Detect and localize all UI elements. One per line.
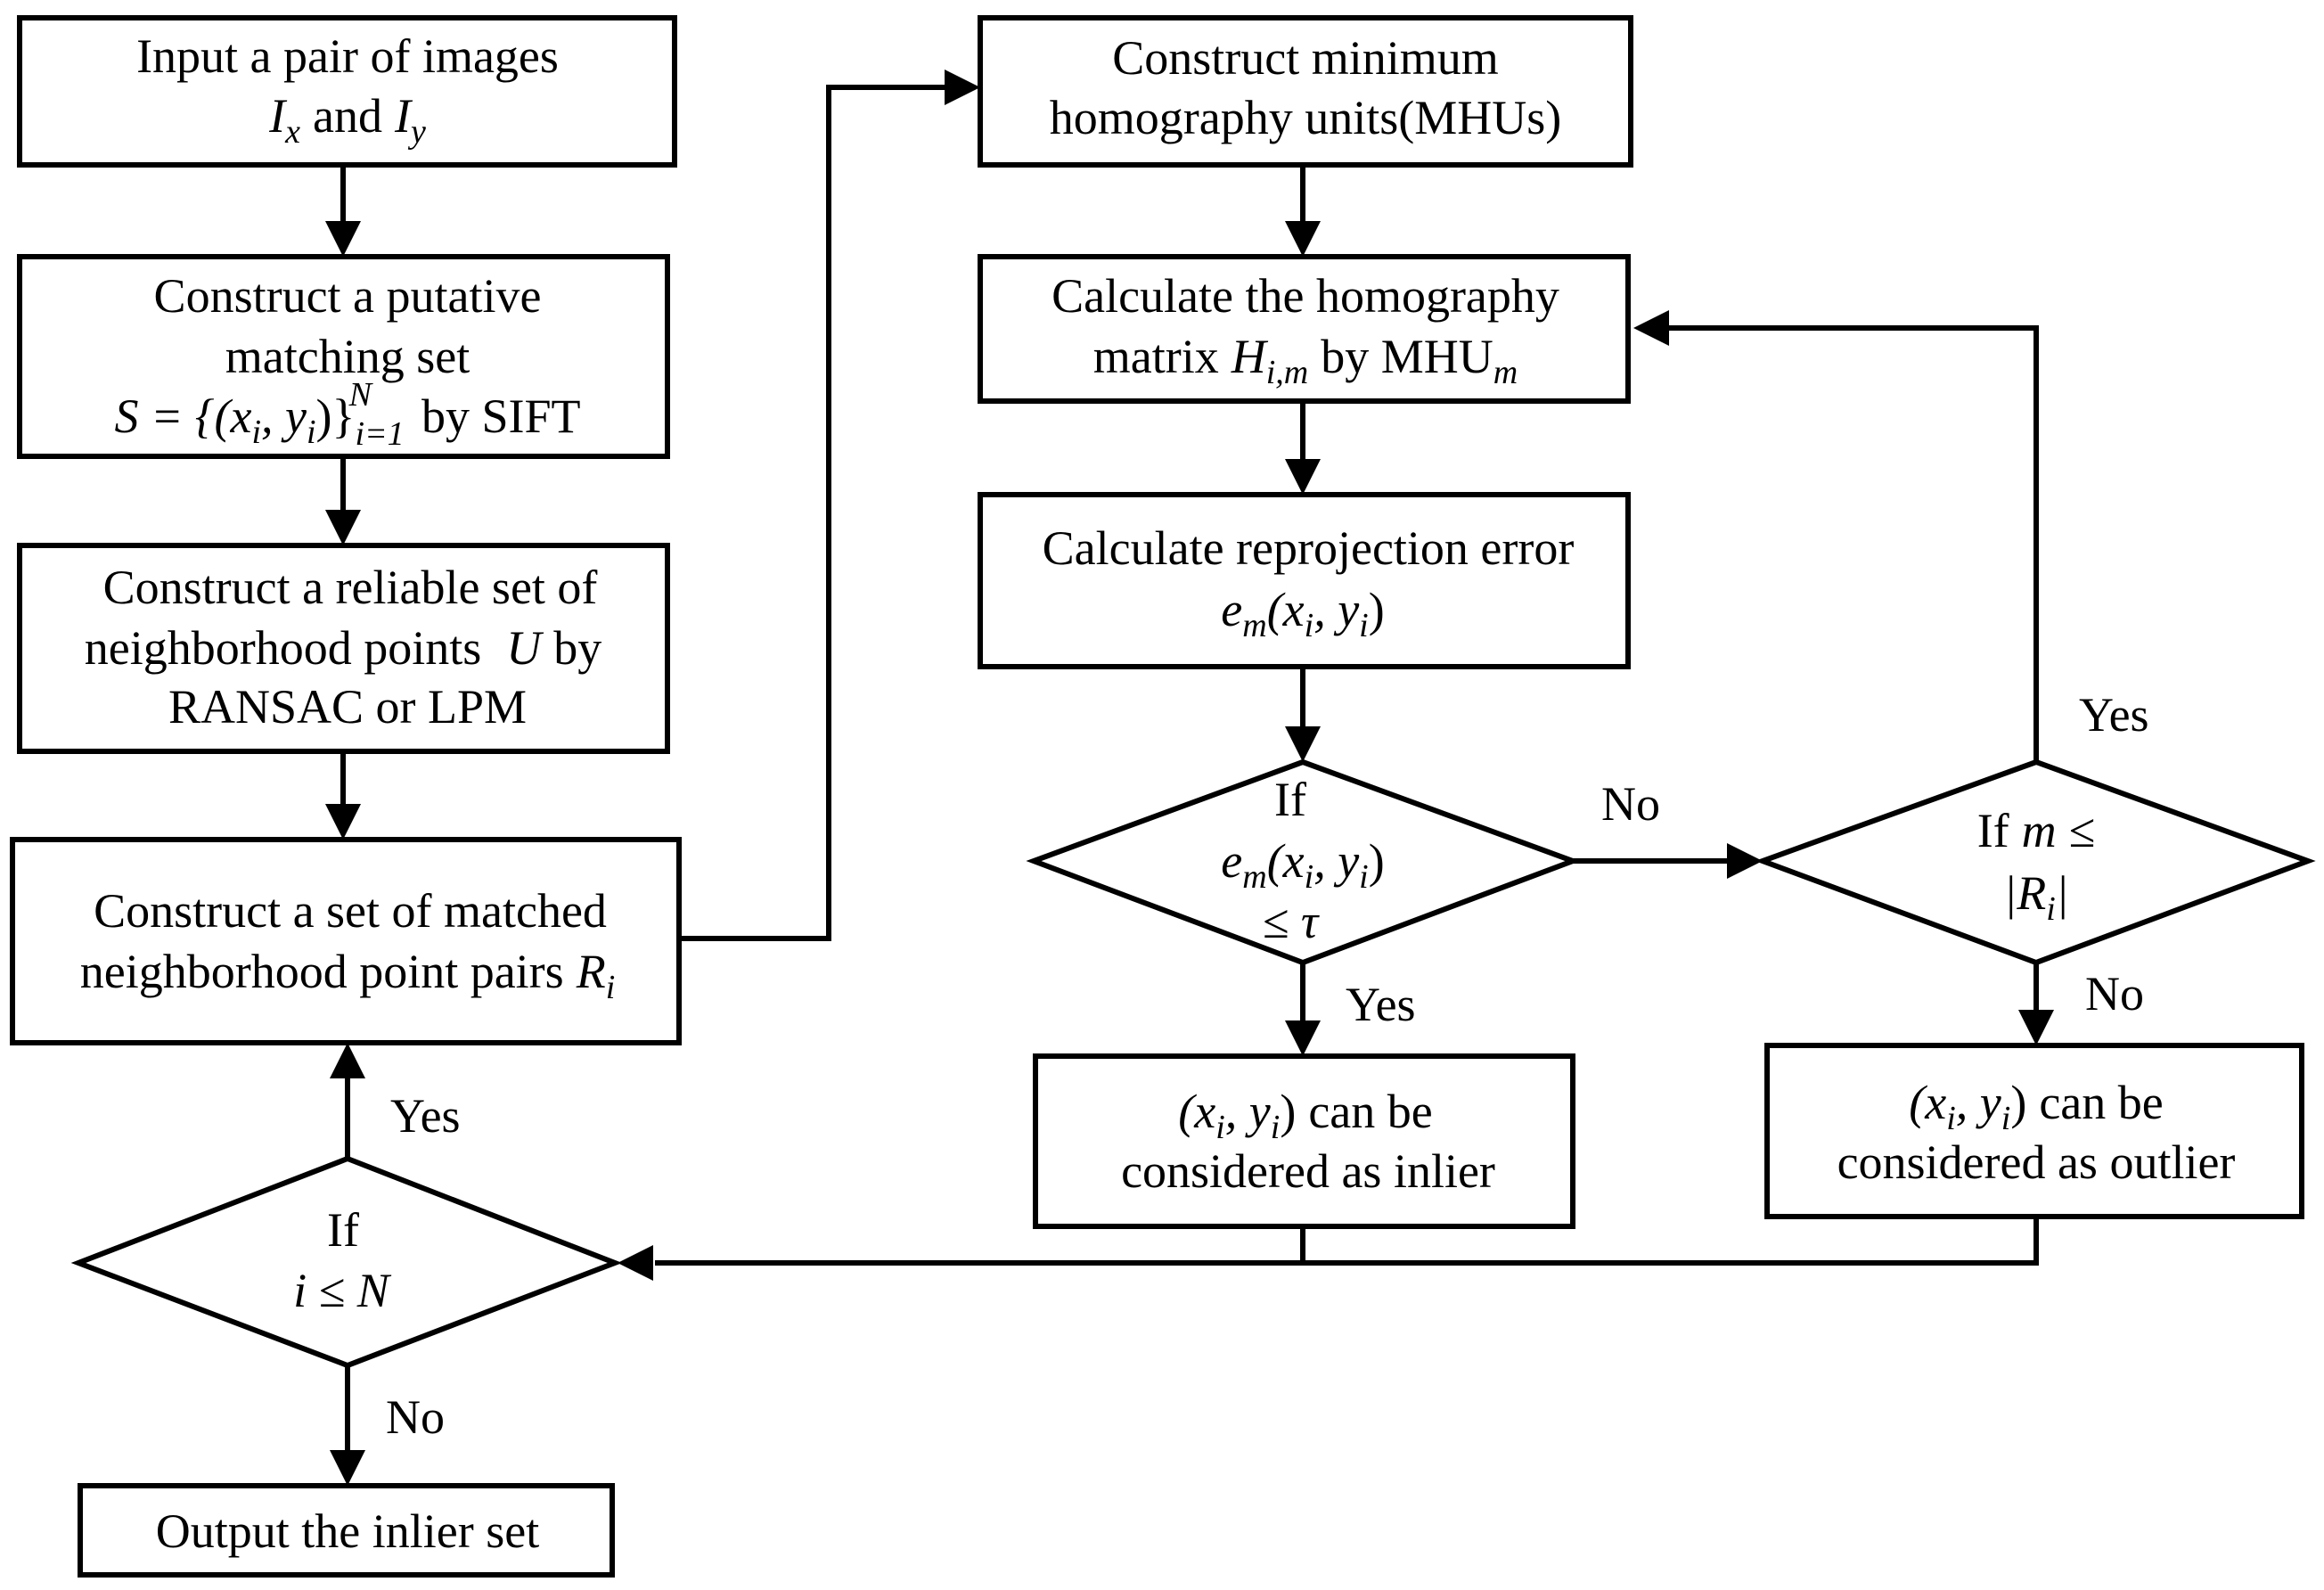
edge-labels: Yes No No Yes Yes No — [386, 688, 2149, 1444]
edge-label-yes-inlier: Yes — [1346, 978, 1416, 1031]
node-outlier: (xi, yi)can be considered as outlier — [1764, 1043, 2304, 1219]
node-output: Output the inlier set — [78, 1483, 615, 1578]
node-inlier-line2: considered as inlier — [1121, 1144, 1495, 1198]
node-calc-e-line2: em(xi, yi) — [1221, 583, 1384, 644]
decision-if-m-line2: |Ri| — [2003, 866, 2068, 928]
node-outlier-line2: considered as outlier — [1837, 1135, 2236, 1189]
node-inlier-line1: (xi, yi)can be — [1178, 1085, 1432, 1146]
node-matched-pairs: Construct a set of matched neighborhood … — [10, 837, 682, 1045]
node-calc-error: Calculate reprojection error em(xi, yi) — [978, 492, 1631, 669]
decision-if-e-line1: If — [1274, 773, 1306, 826]
node-reliable-line1: Construct a reliable set of — [103, 561, 598, 614]
decision-if-error-le-tau: If em(xi, yi) ≤ τ — [1026, 758, 1581, 966]
node-mhu-line2: homography units(MHUs) — [1050, 91, 1561, 144]
decision-if-n-line2: i ≤ N — [293, 1264, 392, 1317]
edge-label-no-output: No — [386, 1390, 445, 1444]
edge-label-no-outlier: No — [2085, 967, 2144, 1020]
edge-label-no-e: No — [1601, 777, 1660, 831]
node-putative-set: Construct a putative matching set S = {(… — [17, 254, 670, 459]
node-putative-line2: matching set — [225, 330, 470, 383]
decision-if-i-le-n: If i ≤ N — [70, 1155, 623, 1369]
node-calc-h-line1: Calculate the homography — [1052, 269, 1559, 323]
edge-label-yes-m: Yes — [2079, 688, 2149, 742]
node-calc-e-line1: Calculate reprojection error — [1043, 521, 1575, 575]
decision-if-e-line3: ≤ τ — [1263, 895, 1320, 948]
edge-label-yes-matched: Yes — [390, 1089, 461, 1143]
node-matched-line1: Construct a set of matched — [94, 884, 607, 938]
connectors — [325, 70, 2054, 1486]
node-mhu: Construct minimum homography units(MHUs) — [978, 15, 1633, 168]
node-reliable-set: Construct a reliable set of neighborhood… — [17, 543, 670, 754]
node-mhu-line1: Construct minimum — [1112, 31, 1499, 85]
node-putative-line1: Construct a putative — [154, 269, 542, 323]
decision-if-n-line1: If — [327, 1203, 359, 1257]
node-input-line1: Input a pair of images — [136, 29, 559, 83]
node-output-line1: Output the inlier set — [156, 1504, 539, 1558]
node-inlier: (xi, yi)can be considered as inlier — [1033, 1053, 1575, 1229]
decision-if-e-line2: em(xi, yi) — [1221, 834, 1384, 896]
node-reliable-line3: RANSAC or LPM — [168, 680, 527, 734]
node-outlier-line1: (xi, yi)can be — [1909, 1076, 2163, 1137]
